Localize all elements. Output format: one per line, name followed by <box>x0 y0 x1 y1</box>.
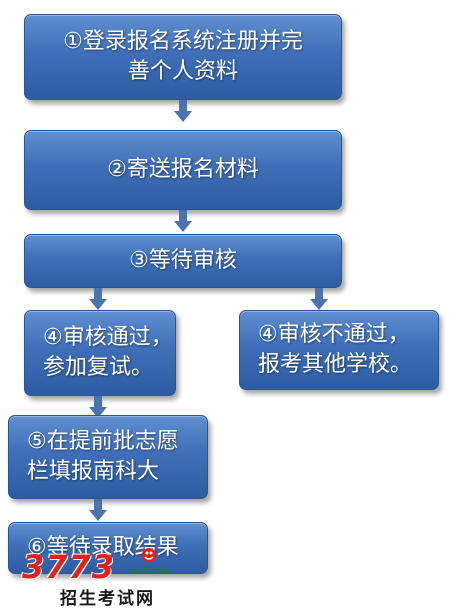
step-5-label: ⑤在提前批志愿 栏填报南科大 <box>27 429 179 484</box>
step-3-label: ③等待审核 <box>129 248 237 273</box>
step-2-send-materials-box: ②寄送报名材料 <box>24 130 342 210</box>
step-3-await-review-box: ③等待审核 <box>24 234 342 288</box>
step-4-pass-label: ④审核通过， 参加复试。 <box>43 325 173 380</box>
down-arrow-icon <box>310 288 328 310</box>
down-arrow-icon <box>89 396 107 418</box>
down-arrow-icon <box>89 288 107 310</box>
mascot-icon <box>140 546 158 564</box>
step-5-early-batch-box: ⑤在提前批志愿 栏填报南科大 <box>8 415 208 499</box>
watermark-caption: 招生考试网 <box>60 589 155 609</box>
down-arrow-icon <box>174 100 192 122</box>
step-1-register-box: ①登录报名系统注册并完 善个人资料 <box>24 14 342 100</box>
down-arrow-icon <box>89 499 107 521</box>
step-2-label: ②寄送报名材料 <box>107 157 259 182</box>
down-arrow-icon <box>174 210 192 232</box>
step-4-review-passed-box: ④审核通过， 参加复试。 <box>24 310 176 396</box>
step-4-fail-label: ④审核不通过， 报考其他学校。 <box>258 322 413 377</box>
step-1-label: ①登录报名系统注册并完 善个人资料 <box>63 29 303 84</box>
step-4-review-failed-box: ④审核不通过， 报考其他学校。 <box>239 310 439 390</box>
watermark-url: .com.cn <box>128 565 168 576</box>
watermark-number: 3773 <box>22 548 116 586</box>
